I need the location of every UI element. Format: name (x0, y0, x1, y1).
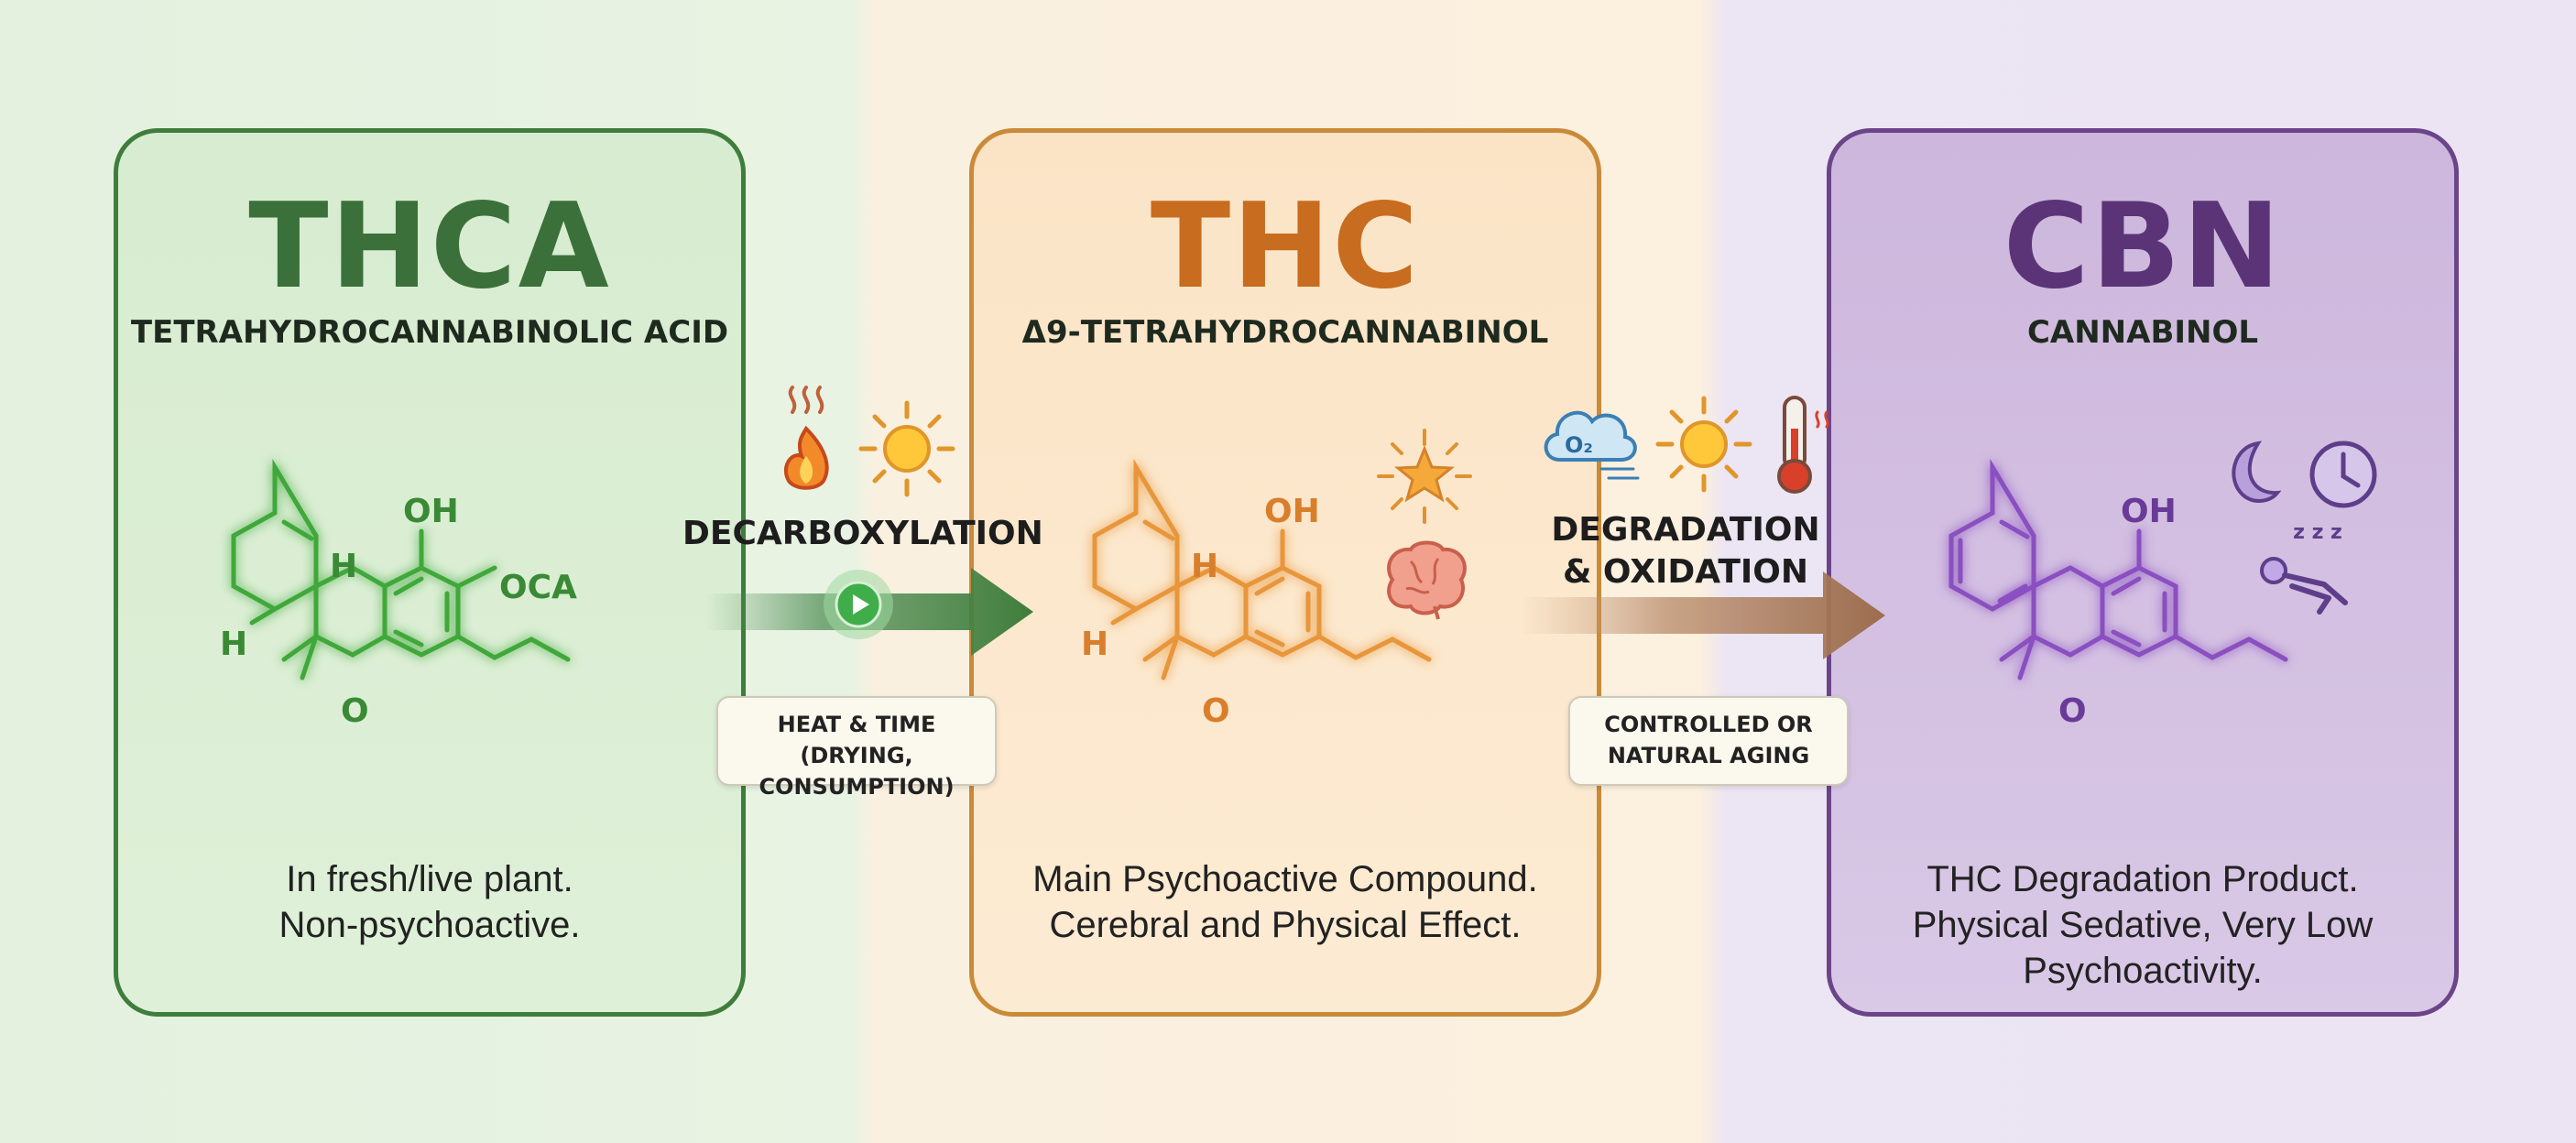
oxygen-label: O₂ (1565, 432, 1593, 458)
thca-molecule-structure: OH H H OCA O (220, 458, 577, 730)
thc-title: THC (1150, 179, 1421, 315)
play-icon (824, 570, 893, 639)
thc-full-name: Δ9-TETRAHYDROCANNABINOL (1021, 314, 1549, 351)
thc-description-line: Main Psychoactive Compound. (1032, 859, 1538, 899)
thca-full-name: TETRAHYDROCANNABINOLIC ACID (130, 314, 729, 351)
thca-title: THCA (248, 179, 611, 315)
thc-o-label: O (1202, 692, 1230, 730)
thc-description: Main Psychoactive Compound. Cerebral and… (1001, 856, 1569, 948)
sun-icon (858, 400, 955, 497)
cbn-description: THC Degradation Product. Physical Sedati… (1859, 856, 2427, 994)
cbn-card: CBN CANNABINOL THC Degradation Product. … (1827, 128, 2459, 1017)
cbn-oh-label: OH (2121, 493, 2177, 530)
thca-oca-label: OCA (499, 569, 577, 606)
degradation-label: DEGRADATION & OXIDATION (1530, 509, 1841, 593)
cbn-description-line: Psychoactivity. (2023, 951, 2263, 991)
oxygen-cloud-icon: O₂ (1544, 410, 1640, 480)
degradation-condition-line: NATURAL AGING (1607, 743, 1810, 768)
thca-description-line: In fresh/live plant. (286, 859, 573, 899)
thc-molecule-structure: OH H H O (1081, 458, 1432, 730)
cbn-description-line: Physical Sedative, Very Low (1912, 905, 2374, 945)
degradation-label-line: DEGRADATION (1551, 511, 1820, 549)
thca-h-upper-label: H (330, 548, 357, 585)
clock-icon (2309, 441, 2377, 508)
decarboxylation-label: DECARBOXYLATION (682, 515, 1043, 552)
heat-flame-icon (783, 386, 829, 490)
thermometer-icon (1777, 396, 1829, 494)
sleeping-person-icon (2260, 557, 2348, 615)
thc-h-upper-label: H (1191, 548, 1218, 585)
cbn-description-line: THC Degradation Product. (1927, 859, 2359, 899)
degradation-condition-line: CONTROLLED OR (1604, 712, 1813, 737)
star-burst-icon (1377, 429, 1472, 524)
cbn-zzz-label: z z z (2293, 521, 2342, 544)
decarboxylation-condition-line: (DRYING, CONSUMPTION) (759, 743, 955, 800)
thca-oh-label: OH (403, 493, 459, 530)
thca-o-label: O (341, 692, 369, 730)
sun-icon (1655, 396, 1752, 493)
thca-card: THCA TETRAHYDROCANNABINOLIC ACID In fres… (114, 128, 746, 1017)
thca-h-lower-label: H (220, 626, 247, 663)
thca-description: In fresh/live plant. Non-psychoactive. (146, 856, 714, 948)
thc-description-line: Cerebral and Physical Effect. (1049, 905, 1522, 945)
decarboxylation-condition-line: HEAT & TIME (777, 712, 936, 737)
cbn-molecule-structure: OH O (1948, 458, 2288, 730)
decarboxylation-condition-note: HEAT & TIME (DRYING, CONSUMPTION) (716, 696, 997, 800)
brain-icon (1387, 540, 1467, 620)
degradation-condition-note: CONTROLLED OR NATURAL AGING (1568, 696, 1849, 786)
cbn-title: CBN (2003, 179, 2283, 315)
moon-icon (2232, 441, 2282, 503)
degradation-label-line: & OXIDATION (1562, 553, 1809, 591)
cbn-o-label: O (2058, 692, 2087, 730)
degradation-arrow (1521, 572, 1885, 659)
thca-description-line: Non-psychoactive. (278, 905, 581, 945)
thc-h-lower-label: H (1081, 626, 1108, 663)
thc-card: THC Δ9-TETRAHYDROCANNABINOL Main Psychoa… (969, 128, 1601, 1017)
thc-oh-label: OH (1264, 493, 1320, 530)
cbn-full-name: CANNABINOL (2026, 314, 2259, 351)
